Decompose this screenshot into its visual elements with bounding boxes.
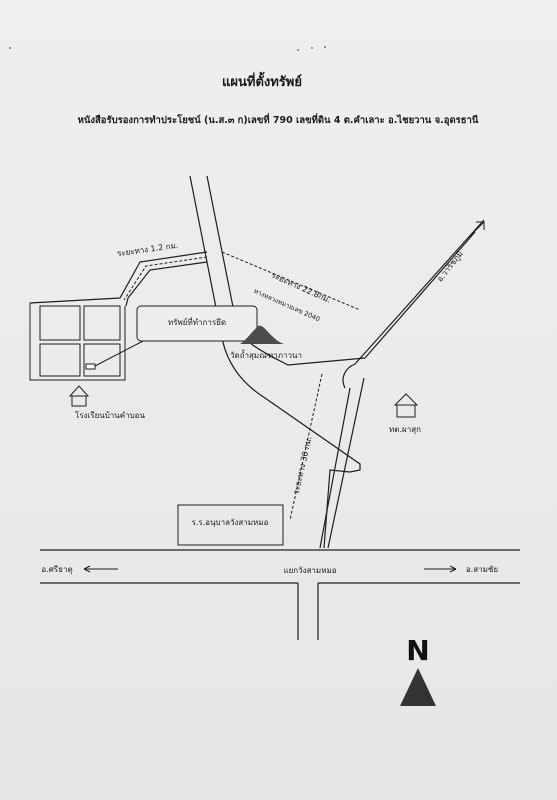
main-road-left [189,175,361,549]
north-label: N [406,634,429,667]
village-road-top [29,251,208,304]
village-block [39,305,81,341]
paper-specks [9,46,326,51]
seized-parcel-marker [85,363,96,370]
arrow-left-icon [83,565,118,573]
road-northeast-inner [342,219,485,389]
village-road-bottom [125,261,208,307]
sao-office-label: ทต.ผาสุก [389,425,421,434]
arrow-right-icon [424,565,457,573]
road-northeast-outer [364,231,476,359]
distance-3-label: ระยะทาง 30 กม. [292,436,314,496]
school-label: โรงเรียนบ้านคำบอน [75,410,145,420]
road-south-right [327,377,365,549]
to-si-that-label: อ.ศรีธาตุ [41,565,72,574]
north-arrow-icon [400,668,436,706]
junction-label: แยกวังสามหมอ [283,566,336,575]
house-icon [393,393,419,418]
village-grid [29,303,146,381]
map-title: แผนที่ตั้งทรัพย์ [222,71,302,90]
village-block [39,343,81,377]
temple-label: วัดถ้ำสุมณฑาภาวนา [230,349,302,360]
arrow-northeast-icon [467,221,485,239]
mountain-icon [240,325,284,344]
seized-parcel-leader [94,339,146,367]
distance-1-label: ระยะทาง 1.2 กม. [116,241,178,259]
seized-property-callout [136,305,258,342]
village-road-dash [123,256,208,301]
road-south-left [319,387,351,549]
kindergarten-label: ร.ร.อนุบาลวังสามหมอ [192,518,269,527]
seized-property-label: ทรัพย์ที่ทำการยึด [168,316,226,327]
house-icon [68,385,90,407]
village-boundary [29,303,126,381]
village-block [83,343,121,377]
kindergarten-box [177,504,284,546]
map-subtitle: หนังสือรับรองการทำประโยชน์ (น.ส.๓ ก)เลขท… [78,112,479,126]
to-waritchaphum-label: อ.วาริชภูมิ [435,249,465,284]
village-block [83,305,121,341]
to-sam-chai-label: อ.สามชัย [466,565,498,574]
